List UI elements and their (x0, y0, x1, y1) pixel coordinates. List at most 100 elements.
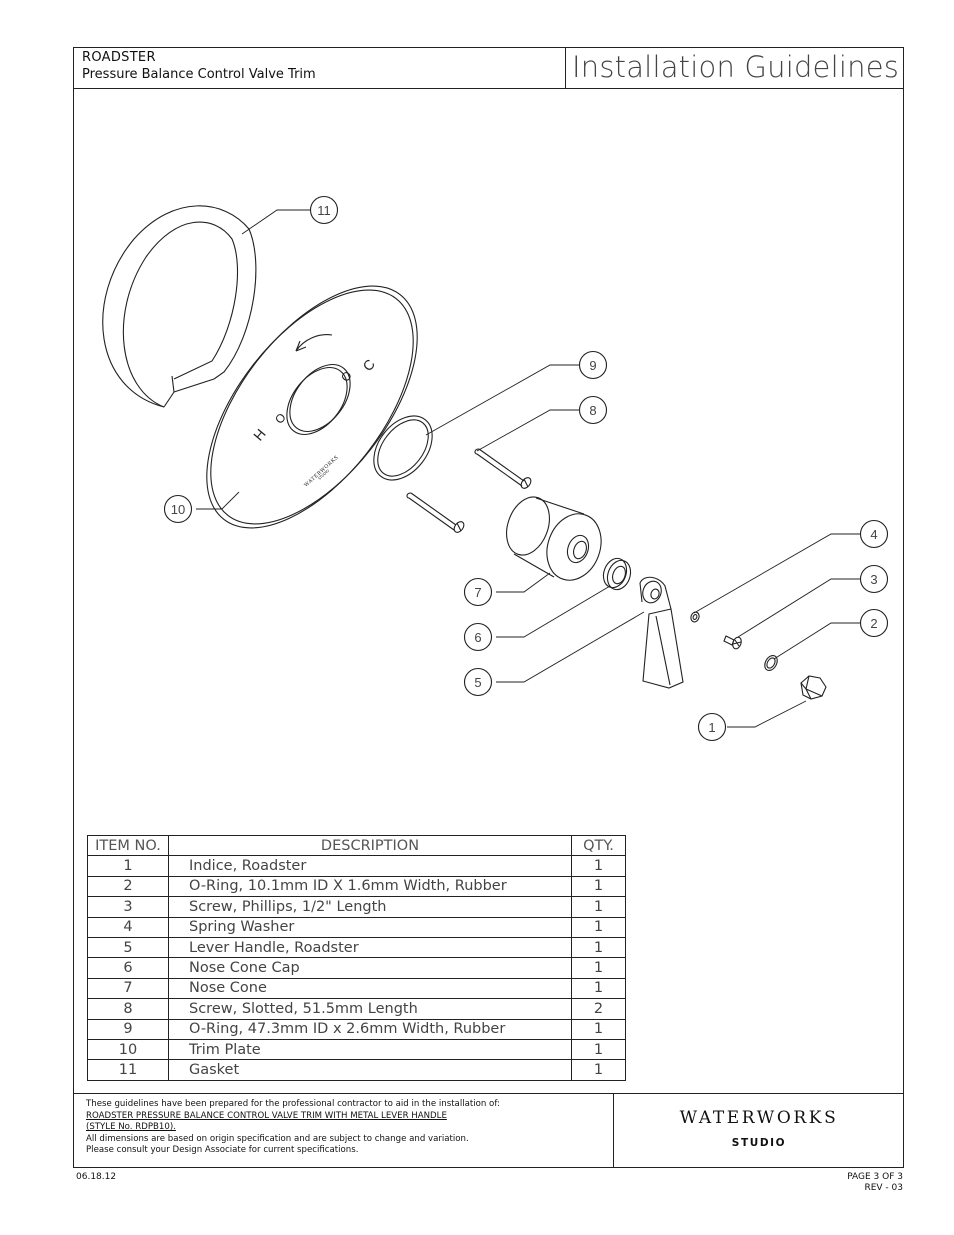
page-frame (73, 47, 904, 1168)
callout-5: 5 (463, 667, 493, 697)
cell-item: 7 (87, 977, 169, 1000)
callout-label-1: 1 (708, 720, 715, 735)
cell-item: 11 (87, 1059, 169, 1081)
cell-item: 3 (87, 896, 169, 918)
table-header-row: ITEM NO. DESCRIPTION QTY. (87, 834, 626, 857)
cell-description: Screw, Phillips, 1/2" Length (168, 896, 572, 918)
brand-sub-logo: STUDIO (731, 1137, 787, 1149)
table-row: 11 Gasket 1 (87, 1059, 626, 1081)
cell-description: Trim Plate (168, 1038, 572, 1061)
indice-part (800, 675, 827, 700)
cell-qty: 2 (571, 998, 626, 1020)
cell-description: Indice, Roadster (168, 855, 572, 877)
cell-qty: 1 (571, 1018, 626, 1040)
column-header-qty: QTY. (571, 834, 626, 857)
callout-label-3: 3 (870, 572, 877, 587)
callout-label-6: 6 (474, 630, 481, 645)
cell-qty: 1 (571, 936, 626, 959)
cell-qty: 1 (571, 957, 626, 979)
callout-11: 11 (309, 195, 339, 225)
leader-lines (196, 209, 860, 728)
table-row: 7 Nose Cone 1 (87, 977, 626, 1000)
callout-label-2: 2 (870, 616, 877, 631)
callout-8: 8 (578, 395, 608, 425)
document-date: 06.18.12 (76, 1172, 117, 1182)
callout-label-8: 8 (589, 403, 596, 418)
cell-qty: 1 (571, 1038, 626, 1061)
plate-letter-o1: O (272, 410, 289, 426)
header-left-cell (73, 47, 566, 89)
page-info: PAGE 3 OF 3 REV - 03 (847, 1172, 903, 1194)
cell-item: 9 (87, 1018, 169, 1040)
product-name: ROADSTER (82, 50, 156, 65)
disclaimer-line: These guidelines have been prepared for … (86, 1099, 500, 1109)
slotted-screw-lower (406, 492, 465, 533)
cell-description: Gasket (168, 1059, 572, 1081)
cell-description: Lever Handle, Roadster (168, 936, 572, 959)
gasket-part (102, 205, 257, 408)
cell-item: 8 (87, 998, 169, 1020)
brand-logo: WATERWORKS (679, 1108, 839, 1128)
table-row: 5 Lever Handle, Roadster 1 (87, 936, 626, 959)
table-row: 9 O-Ring, 47.3mm ID x 2.6mm Width, Rubbe… (87, 1018, 626, 1040)
phillips-screw-part (723, 635, 742, 650)
table-row: 1 Indice, Roadster 1 (87, 855, 626, 877)
table-row: 6 Nose Cone Cap 1 (87, 957, 626, 979)
table-row: 10 Trim Plate 1 (87, 1038, 626, 1061)
cell-description: O-Ring, 10.1mm ID X 1.6mm Width, Rubber (168, 875, 572, 898)
cell-item: 10 (87, 1038, 169, 1061)
slotted-screw-upper (474, 448, 532, 489)
cell-qty: 1 (571, 855, 626, 877)
small-o-ring-part (764, 654, 778, 672)
nose-cone-part (506, 496, 602, 581)
footer-divider (73, 1093, 904, 1094)
document-title: Installation Guidelines (572, 50, 900, 84)
cell-qty: 1 (571, 977, 626, 1000)
cell-qty: 1 (571, 916, 626, 938)
callout-label-11: 11 (317, 203, 331, 218)
callout-1: 1 (697, 712, 727, 742)
table-row: 4 Spring Washer 1 (87, 916, 626, 938)
callout-4: 4 (859, 519, 889, 549)
callout-6: 6 (463, 622, 493, 652)
cell-description: Nose Cone Cap (168, 957, 572, 979)
large-o-ring-part (373, 415, 433, 481)
cell-description: O-Ring, 47.3mm ID x 2.6mm Width, Rubber (168, 1018, 572, 1040)
plate-letter-h: H (250, 426, 269, 444)
column-header-description: DESCRIPTION (168, 834, 572, 857)
table-row: 8 Screw, Slotted, 51.5mm Length 2 (87, 998, 626, 1020)
product-subtitle: Pressure Balance Control Valve Trim (82, 67, 316, 82)
plate-logo: WATERWORKS (303, 455, 340, 489)
product-style-line: ROADSTER PRESSURE BALANCE CONTROL VALVE … (86, 1110, 447, 1121)
callout-7: 7 (463, 577, 493, 607)
header-right-cell (566, 47, 904, 89)
lever-handle-part (639, 576, 684, 689)
style-number: (STYLE No. RDPB10). (86, 1122, 176, 1132)
cell-item: 1 (87, 855, 169, 877)
parts-table: ITEM NO. DESCRIPTION QTY. 1 Indice, Road… (87, 834, 626, 1081)
exploded-view-diagram: H O O C WATERWORKS STUDIO (102, 195, 889, 742)
callout-3: 3 (859, 564, 889, 594)
cell-item: 6 (87, 957, 169, 979)
cell-description: Spring Washer (168, 916, 572, 938)
disclaimer-line: Please consult your Design Associate for… (86, 1145, 359, 1155)
cell-qty: 1 (571, 1059, 626, 1081)
page-number: PAGE 3 OF 3 (847, 1172, 903, 1182)
disclaimer-line: All dimensions are based on origin speci… (86, 1133, 469, 1144)
table-row: 3 Screw, Phillips, 1/2" Length 1 (87, 896, 626, 918)
trim-plate-part (206, 285, 418, 529)
disclaimer: These guidelines have been prepared for … (86, 1099, 500, 1157)
callout-label-9: 9 (589, 358, 596, 373)
cell-description: Screw, Slotted, 51.5mm Length (168, 998, 572, 1020)
callout-label-5: 5 (474, 675, 481, 690)
footer-vertical-divider (613, 1093, 614, 1168)
column-header-item: ITEM NO. (87, 834, 169, 857)
cell-item: 4 (87, 916, 169, 938)
plate-letter-c: C (359, 356, 378, 374)
callout-2: 2 (859, 608, 889, 638)
callout-10: 10 (163, 494, 193, 524)
spring-washer-part (690, 611, 700, 623)
table-row: 2 O-Ring, 10.1mm ID X 1.6mm Width, Rubbe… (87, 875, 626, 898)
callout-label-10: 10 (171, 502, 185, 517)
callout-9: 9 (578, 350, 608, 380)
